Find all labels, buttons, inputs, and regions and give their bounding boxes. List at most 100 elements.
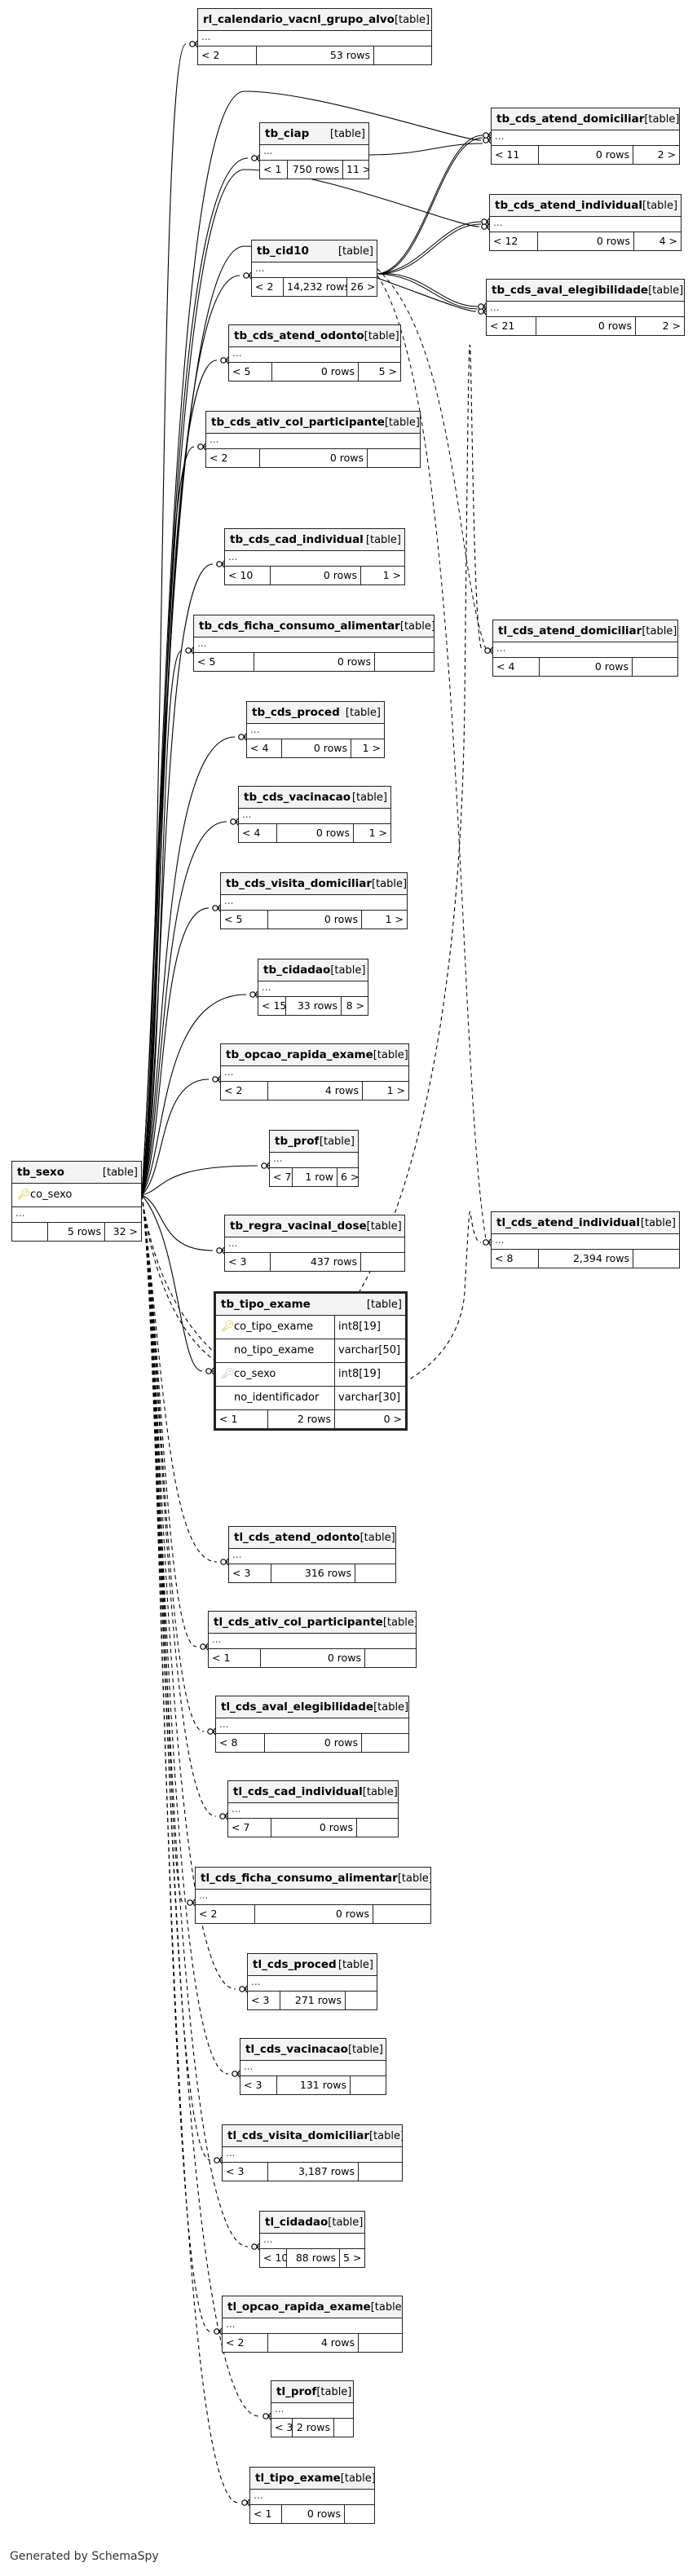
parents-count: < 8 [216,1734,265,1752]
row-count: 4 rows [268,2334,359,2352]
ellipsis-row: ... [223,2318,402,2334]
table-tb-cds-ativ-col-participante[interactable]: tb_cds_ativ_col_participante[table]...< … [205,411,421,468]
table-header: tl_prof[table] [271,2381,353,2403]
ellipsis-row: ... [271,2403,353,2419]
edge-tb_ciap [141,157,249,1196]
children-count: 1 > [362,742,381,754]
edge-cid10-tb_cds_atend_individual-0 [377,221,482,275]
edge-end-tb_cds_atend_domiciliar-circle [483,137,489,143]
edge-end-tb_prof-circle [261,1162,267,1169]
table-header: tl_cds_visita_domiciliar[table] [223,2125,402,2147]
foreign-key-icon: 🔑︎ [221,1368,235,1380]
children-count [361,1253,404,1271]
table-type: [table] [366,1298,402,1311]
children-count [375,653,434,671]
table-name: tb_ciap [265,127,310,140]
table-tl-cds-ativ-col-participante[interactable]: tl_cds_ativ_col_participante[table]...< … [208,1611,417,1668]
table-type: [table] [102,1166,138,1179]
edge-end-tb_cid10-circle [243,272,249,279]
column-type: int8[19] [338,1368,381,1380]
edge-end-tl_cds_ficha_consumo_alimentar-circle [187,1899,193,1906]
edge-end-tb_regra_vacinal_dose-circle [216,1247,223,1254]
table-type: [table] [394,13,430,26]
table-name: tb_sexo [17,1166,65,1179]
column-name-cell: no_identificador [216,1387,335,1409]
ellipsis-row: ... [221,1066,408,1082]
table-type: [table] [345,706,381,719]
row-count: 0 rows [255,1905,373,1923]
row-count: 0 rows [540,658,633,676]
ellipsis-row: ... [229,1549,395,1564]
ellipsis-row: ... [493,642,677,658]
table-tb-sexo[interactable]: tb_sexo [table] 🔑︎co_sexo ... 5 rows 32 … [11,1161,142,1242]
parents-count: < 8 [492,1250,539,1268]
table-header: tl_cds_ativ_col_participante[table] [209,1612,416,1634]
table-type: [table] [399,620,434,633]
edge-end-tb_cds_vacinacao-circle [230,818,236,825]
table-rl-calendario-vacnl-grupo-alvo[interactable]: rl_calendario_vacnl_grupo_alvo[table]...… [197,8,432,65]
table-tl-cds-ficha-consumo-alimentar[interactable]: tl_cds_ficha_consumo_alimentar[table]...… [195,1867,431,1924]
table-type: [table] [382,1616,416,1629]
edge-end-tl_cds_atend_domiciliar-circle [484,647,491,654]
table-tb-cds-ficha-consumo-alimentar[interactable]: tb_cds_ficha_consumo_alimentar[table]...… [193,615,435,672]
row-count: 0 rows [271,1819,357,1837]
table-type: [table] [347,2043,384,2056]
row-count: 0 rows [539,146,633,164]
table-tl-opcao-rapida-exame[interactable]: tl_opcao_rapida_exame[table]...< 24 rows [222,2296,403,2353]
table-type: [table] [648,284,684,297]
children-count [355,1564,395,1582]
table-header: tb_cid10[table] [252,240,377,262]
children-count: 26 > [351,280,376,293]
table-header: tb_cds_cad_individual[table] [225,529,404,551]
primary-key-icon: 🔑︎ [17,1189,31,1201]
parents-count: < 12 [490,232,538,250]
table-name: tb_cds_atend_odonto [234,329,364,342]
row-count: 4 rows [268,1082,363,1100]
parents-count: < 7 [270,1168,293,1186]
table-header: tb_cds_proced[table] [247,702,384,724]
edge-tl_cds_atend_odonto [141,1194,218,1563]
table-name: tl_cds_vacinacao [245,2043,348,2056]
table-header: tb_cds_visita_domiciliar[table] [221,873,407,895]
edge-end-tb_opcao_rapida_exame-circle [212,1076,218,1083]
children-count [351,2076,386,2094]
table-name: tb_cds_aval_elegibilidade [492,284,649,297]
table-name: tb_cds_ficha_consumo_alimentar [199,620,400,633]
ellipsis-row: ... [258,981,368,997]
row-count: 1 row [293,1168,337,1186]
table-type: [table] [397,1872,430,1885]
table-header: tb_cds_ficha_consumo_alimentar[table] [194,615,434,637]
